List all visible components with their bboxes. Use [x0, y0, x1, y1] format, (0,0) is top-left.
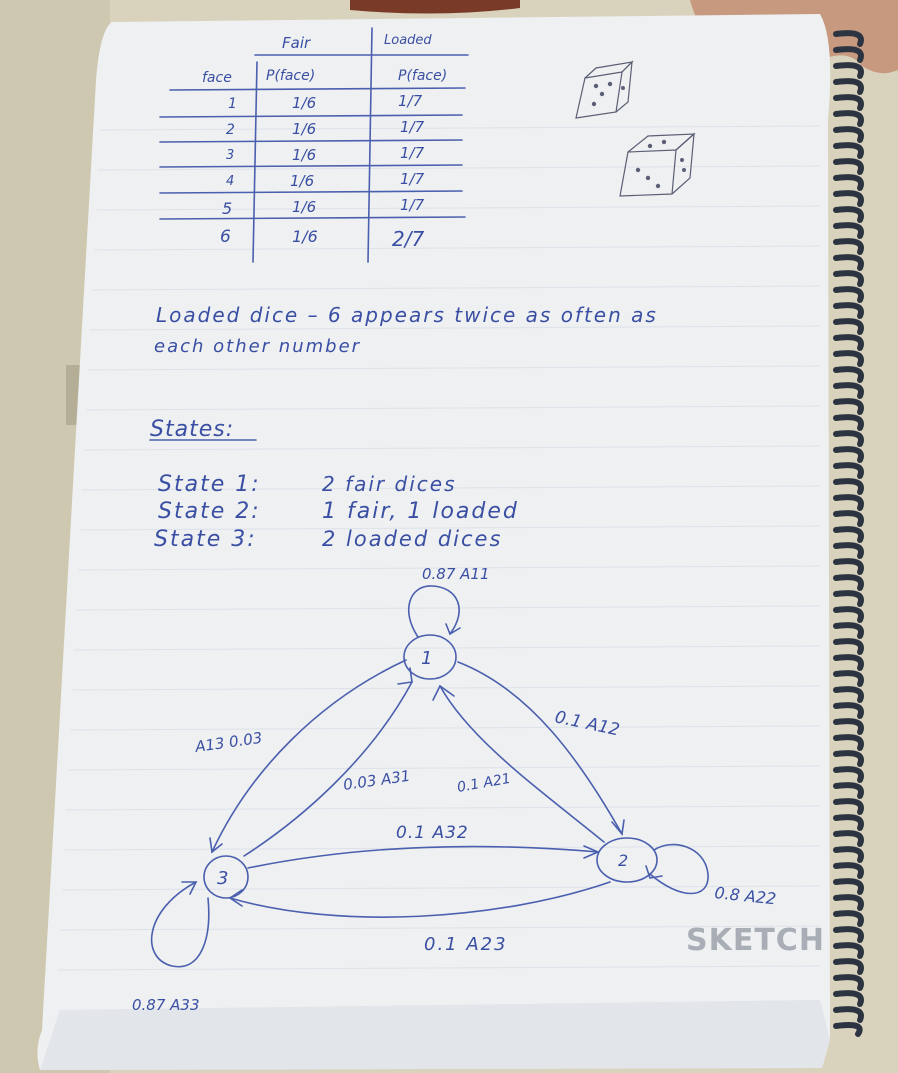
page-shading: [40, 1000, 830, 1070]
loaded-prob-cell: 1/7: [398, 92, 423, 110]
table-grid-lines: [159, 27, 469, 263]
loaded-prob-cell: 2/7: [392, 227, 424, 251]
table-row: 3 1/6 1/7: [226, 144, 425, 164]
face-cell: 5: [222, 199, 232, 218]
state-2-desc: 1 fair, 1 loaded: [322, 499, 519, 524]
fair-prob-cell: 1/6: [292, 120, 316, 138]
edge-2-to-1: [439, 685, 605, 843]
face-cell: 4: [226, 174, 234, 189]
label-a11: 0.87 A11: [422, 565, 490, 583]
face-cell: 2: [226, 122, 235, 138]
loaded-prob-cell: 1/7: [400, 144, 425, 162]
fair-prob-cell: 1/6: [292, 227, 318, 246]
node-3: [203, 855, 249, 899]
fair-prob-cell: 1/6: [290, 172, 314, 190]
states-heading: States:: [150, 417, 234, 442]
header-fair: Fair: [282, 34, 311, 52]
state-1-label: State 1:: [158, 472, 261, 497]
arrowheads: [181, 623, 663, 907]
col-p-loaded-header: P(face): [398, 68, 447, 84]
table-row: 2 1/6 1/7: [226, 118, 425, 138]
dice-sketch-small: [575, 60, 634, 119]
node-1: [403, 634, 457, 680]
ruled-lines: [57, 125, 821, 971]
sleeve: [350, 0, 520, 14]
edge-2-to-3: [229, 881, 611, 918]
notebook-page: [37, 14, 831, 1070]
face-cell: 3: [226, 148, 234, 163]
loaded-prob-cell: 1/7: [400, 170, 425, 188]
state-3-desc: 2 loaded dices: [322, 527, 502, 551]
dice-sketch-large: [619, 132, 696, 197]
face-cell: 1: [228, 96, 237, 112]
loaded-prob-cell: 1/7: [400, 118, 425, 136]
edge-1-to-3: [211, 659, 407, 853]
edge-3-to-1: [243, 681, 413, 857]
loaded-prob-cell: 1/7: [400, 196, 425, 214]
sketch-watermark: SKETCH: [686, 923, 825, 958]
col-p-fair-header: P(face): [266, 68, 315, 84]
table-row: 6 1/6 2/7: [220, 227, 424, 251]
node-2: [596, 837, 658, 883]
spiral-binding: [833, 30, 864, 1037]
loaded-dice-note-line2: each other number: [154, 336, 361, 357]
node-3-label: 3: [217, 868, 228, 889]
state-1-desc: 2 fair dices: [322, 472, 457, 496]
table-row: 4 1/6 1/7: [226, 170, 425, 190]
label-a32: 0.1 A32: [396, 823, 469, 843]
self-loop-2: [649, 843, 709, 895]
table-row: 5 1/6 1/7: [222, 196, 425, 218]
fair-prob-cell: 1/6: [292, 94, 316, 112]
self-loop-1: [408, 585, 460, 638]
self-loop-3: [150, 881, 210, 968]
label-a23: 0.1 A23: [424, 934, 508, 955]
label-a33: 0.87 A33: [132, 996, 200, 1014]
edge-3-to-2: [247, 845, 599, 869]
fair-prob-cell: 1/6: [292, 198, 316, 216]
fair-prob-cell: 1/6: [292, 146, 316, 164]
face-cell: 6: [220, 227, 231, 247]
probability-table: Fair Loaded face P(face) P(face) 1 1/6 1…: [159, 27, 469, 263]
node-1-label: 1: [421, 648, 432, 669]
state-2-label: State 2:: [158, 499, 261, 524]
loaded-dice-note-line1: Loaded dice – 6 appears twice as often a…: [156, 303, 658, 327]
table-row: 1 1/6 1/7: [228, 92, 423, 112]
col-face-header: face: [202, 70, 232, 86]
node-2-label: 2: [618, 851, 628, 870]
header-loaded: Loaded: [384, 33, 432, 48]
state-3-label: State 3:: [154, 527, 257, 552]
edge-1-to-2: [457, 661, 623, 835]
